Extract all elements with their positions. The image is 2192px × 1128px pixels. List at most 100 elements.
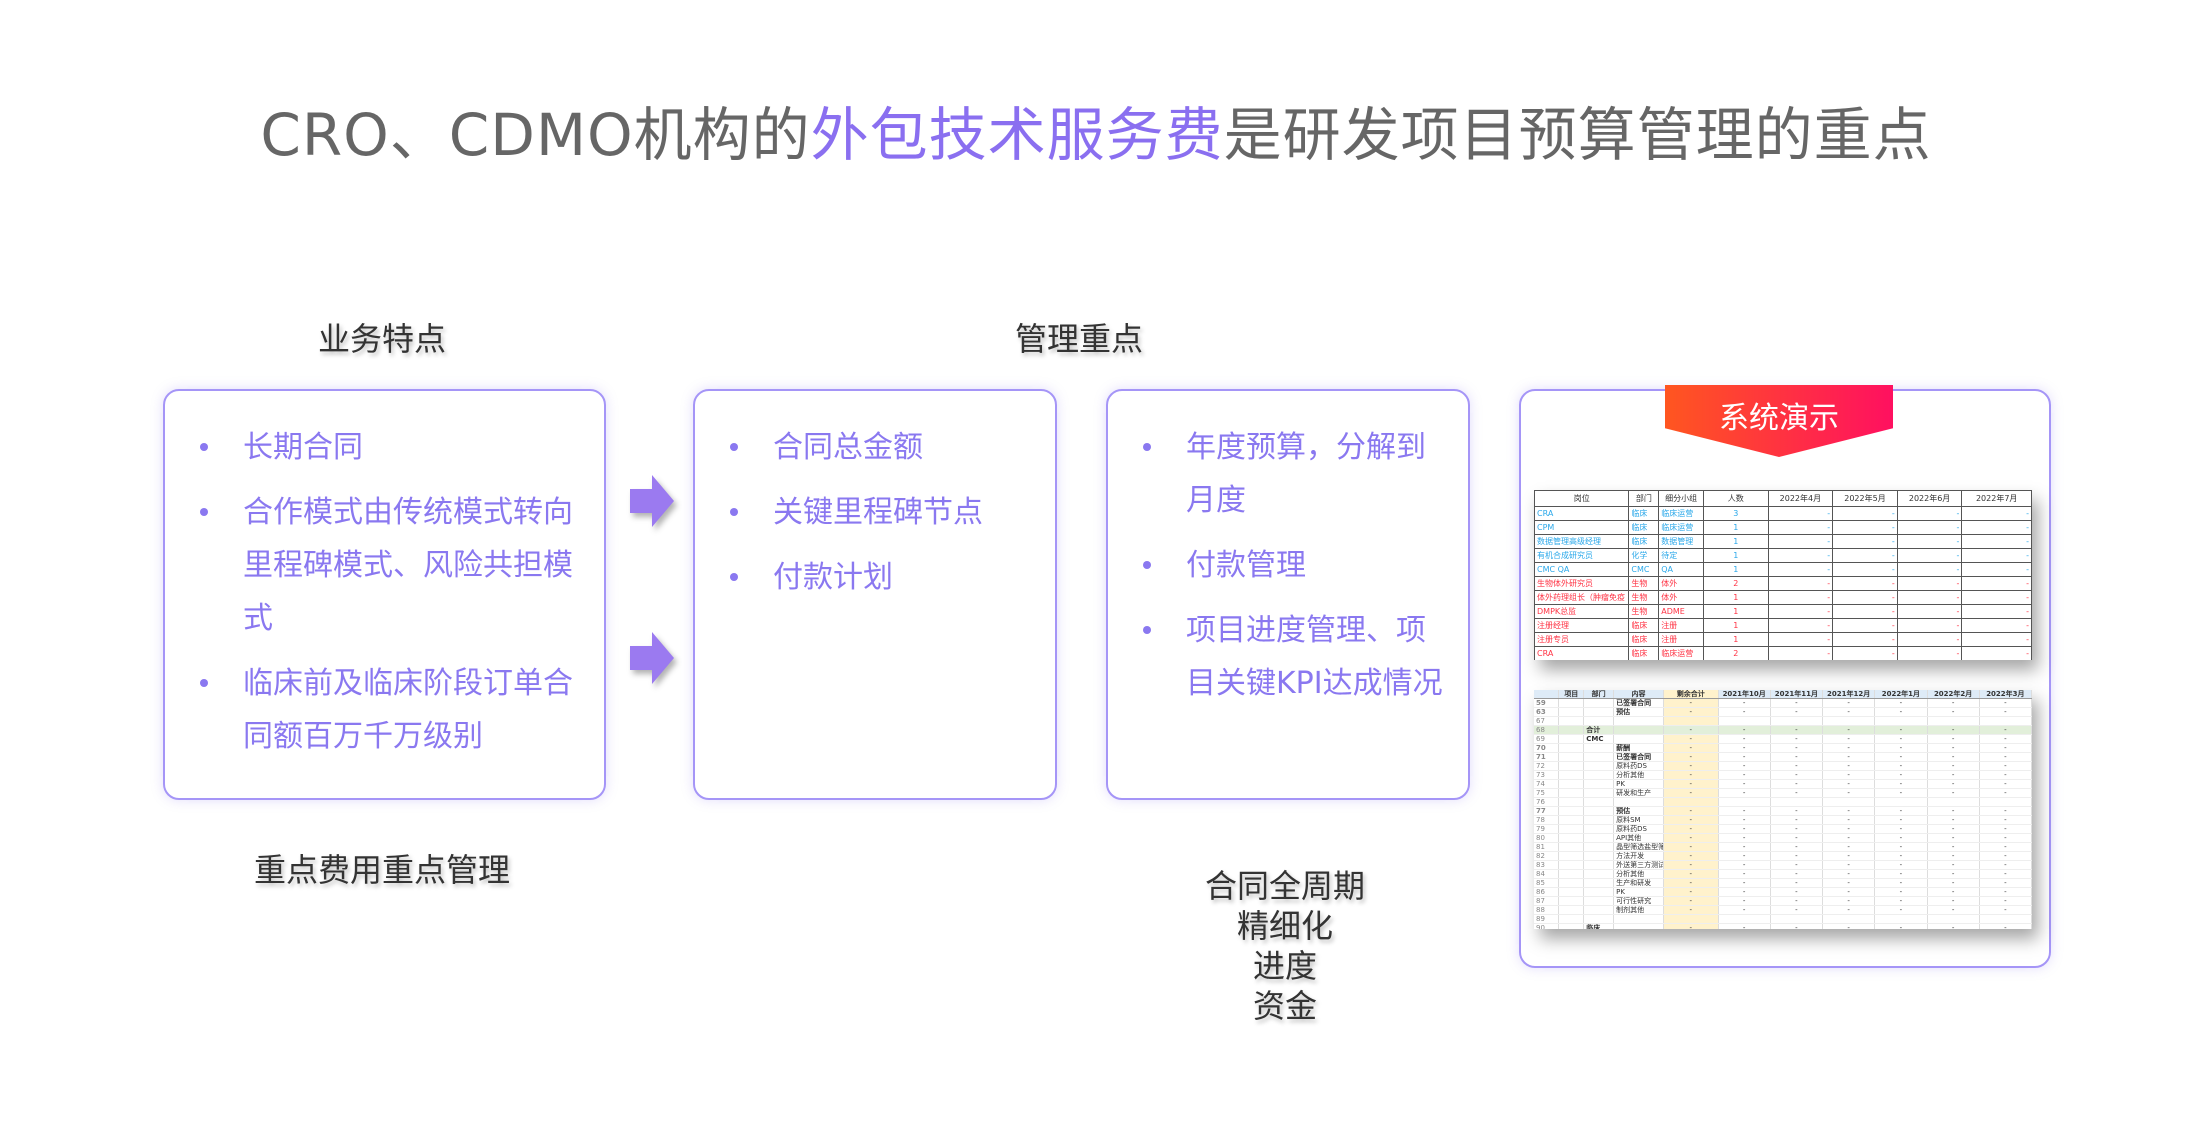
table-cell[interactable]: - <box>1961 534 2032 549</box>
table-cell[interactable]: 注册 <box>1658 618 1704 633</box>
table-cell[interactable] <box>1822 797 1876 807</box>
table-cell[interactable] <box>1558 869 1585 879</box>
table-cell[interactable] <box>1583 860 1615 870</box>
table-cell[interactable]: - <box>1961 520 2032 535</box>
table-cell[interactable]: 1 <box>1702 520 1769 535</box>
table-cell[interactable]: 注册经理 <box>1534 618 1630 633</box>
table-cell[interactable]: - <box>1822 878 1876 888</box>
table-cell[interactable]: 1 <box>1702 632 1769 647</box>
table-cell[interactable]: - <box>1896 534 1963 549</box>
column-header[interactable]: 2022年6月 <box>1896 490 1963 507</box>
table-cell[interactable]: 77 <box>1534 806 1560 816</box>
table-cell[interactable]: 临床 <box>1628 534 1660 549</box>
table-cell[interactable]: - <box>1874 842 1928 852</box>
table-cell[interactable]: 合计 <box>1583 725 1615 735</box>
table-cell[interactable]: - <box>1874 869 1928 879</box>
table-cell[interactable]: - <box>1874 896 1928 906</box>
table-cell[interactable]: - <box>1663 806 1719 816</box>
table-cell[interactable] <box>1558 887 1585 897</box>
table-cell[interactable] <box>1613 734 1664 744</box>
table-cell[interactable]: - <box>1979 761 2032 771</box>
table-cell[interactable]: 体外药理组长（肿瘤免疫 <box>1534 590 1630 605</box>
table-cell[interactable]: - <box>1874 770 1928 780</box>
table-cell[interactable] <box>1558 707 1585 717</box>
table-cell[interactable]: - <box>1822 752 1876 762</box>
table-cell[interactable]: ADME <box>1658 604 1704 619</box>
table-cell[interactable]: - <box>1896 576 1963 591</box>
table-cell[interactable]: - <box>1822 761 1876 771</box>
table-cell[interactable]: - <box>1767 604 1834 619</box>
table-cell[interactable]: - <box>1718 878 1771 888</box>
table-cell[interactable]: - <box>1832 520 1898 535</box>
column-header[interactable]: 部门 <box>1628 490 1660 507</box>
table-cell[interactable]: - <box>1832 562 1898 577</box>
table-cell[interactable]: - <box>1718 761 1771 771</box>
table-cell[interactable]: 1 <box>1702 604 1769 619</box>
table-cell[interactable]: 75 <box>1534 788 1560 798</box>
table-cell[interactable]: - <box>1770 770 1824 780</box>
table-cell[interactable]: CMC <box>1628 562 1660 577</box>
table-cell[interactable]: - <box>1718 887 1771 897</box>
table-cell[interactable]: - <box>1718 779 1771 789</box>
table-cell[interactable] <box>1718 797 1771 807</box>
table-cell[interactable]: - <box>1767 618 1834 633</box>
table-cell[interactable] <box>1613 914 1664 924</box>
table-cell[interactable]: 81 <box>1534 842 1560 852</box>
table-cell[interactable] <box>1927 716 1980 726</box>
table-cell[interactable]: - <box>1822 770 1876 780</box>
table-cell[interactable] <box>1927 914 1980 924</box>
table-cell[interactable]: 化学 <box>1628 548 1660 563</box>
table-cell[interactable]: 90 <box>1534 923 1560 929</box>
table-cell[interactable] <box>1583 842 1615 852</box>
table-cell[interactable]: 生物 <box>1628 590 1660 605</box>
table-cell[interactable]: - <box>1874 761 1928 771</box>
table-cell[interactable]: - <box>1663 833 1719 843</box>
table-cell[interactable]: - <box>1961 604 2032 619</box>
table-cell[interactable]: - <box>1979 878 2032 888</box>
table-cell[interactable]: 分析其他 <box>1613 770 1664 780</box>
table-cell[interactable]: - <box>1874 779 1928 789</box>
table-cell[interactable]: CRA <box>1534 646 1630 660</box>
table-cell[interactable]: - <box>1927 896 1980 906</box>
table-cell[interactable] <box>1558 698 1585 708</box>
table-cell[interactable] <box>1718 914 1771 924</box>
column-header[interactable]: 2022年3月 <box>1979 690 2032 699</box>
table-cell[interactable] <box>1558 779 1585 789</box>
table-cell[interactable]: - <box>1927 860 1980 870</box>
table-cell[interactable]: - <box>1927 725 1980 735</box>
table-cell[interactable]: - <box>1718 869 1771 879</box>
table-cell[interactable]: - <box>1822 788 1876 798</box>
table-cell[interactable]: CRA <box>1534 506 1630 521</box>
table-cell[interactable]: - <box>1874 824 1928 834</box>
table-cell[interactable]: - <box>1767 506 1834 521</box>
table-cell[interactable]: - <box>1874 887 1928 897</box>
table-cell[interactable]: - <box>1927 923 1980 929</box>
table-cell[interactable]: - <box>1874 851 1928 861</box>
table-cell[interactable] <box>1558 761 1585 771</box>
table-cell[interactable]: - <box>1822 707 1876 717</box>
table-cell[interactable]: - <box>1822 725 1876 735</box>
table-cell[interactable]: - <box>1718 896 1771 906</box>
table-cell[interactable]: - <box>1770 833 1824 843</box>
table-cell[interactable]: QA <box>1658 562 1704 577</box>
table-cell[interactable]: 临床运营 <box>1658 506 1704 521</box>
table-cell[interactable] <box>1583 914 1615 924</box>
table-cell[interactable]: - <box>1927 743 1980 753</box>
table-cell[interactable]: 73 <box>1534 770 1560 780</box>
table-cell[interactable]: - <box>1663 725 1719 735</box>
table-cell[interactable] <box>1558 833 1585 843</box>
table-cell[interactable]: - <box>1896 590 1963 605</box>
table-cell[interactable]: - <box>1718 752 1771 762</box>
column-header[interactable] <box>1534 690 1560 699</box>
table-cell[interactable]: 晶型筛选盐型筛 <box>1613 842 1664 852</box>
table-cell[interactable]: - <box>1770 887 1824 897</box>
table-cell[interactable]: - <box>1927 878 1980 888</box>
table-cell[interactable]: - <box>1979 842 2032 852</box>
table-cell[interactable]: DMPK总监 <box>1534 604 1630 619</box>
table-cell[interactable]: - <box>1822 887 1876 897</box>
table-cell[interactable]: 数据管理高级经理 <box>1534 534 1630 549</box>
table-cell[interactable] <box>1583 698 1615 708</box>
table-cell[interactable] <box>1558 788 1585 798</box>
table-cell[interactable]: - <box>1979 869 2032 879</box>
table-cell[interactable]: 原料药DS <box>1613 761 1664 771</box>
